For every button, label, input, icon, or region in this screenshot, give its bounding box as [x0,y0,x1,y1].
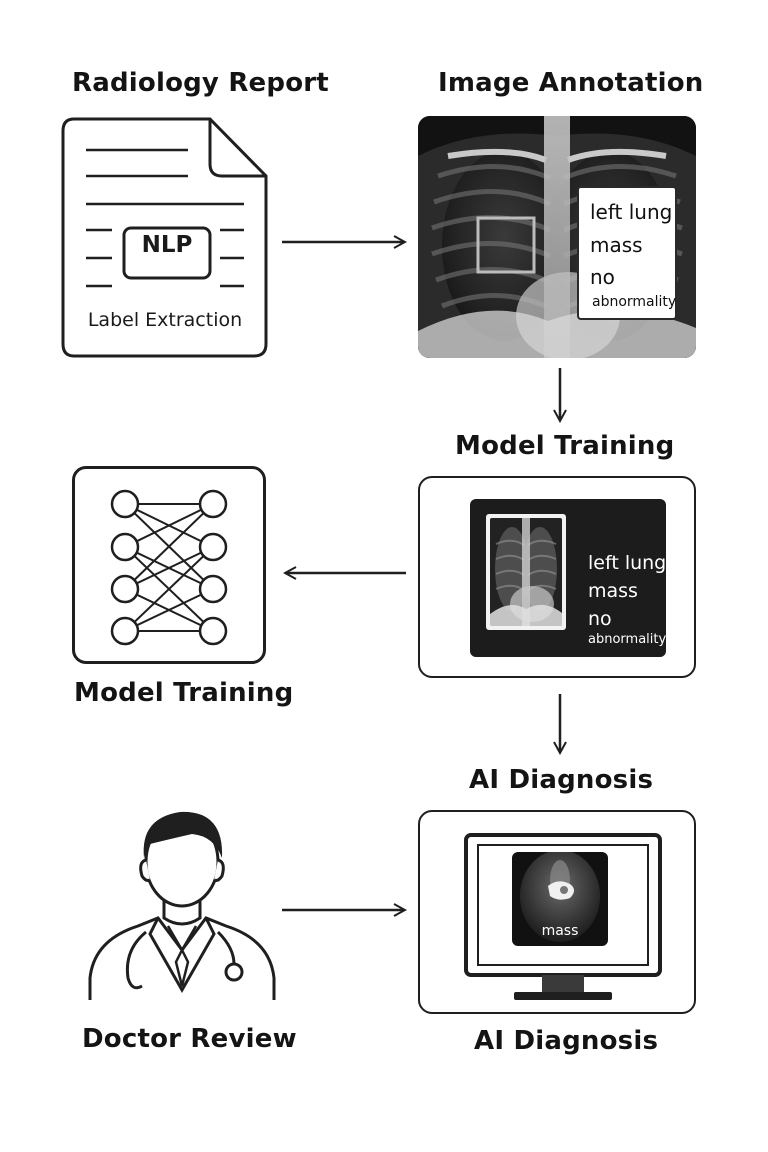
arrow-down-icon [545,694,575,758]
training-label-no: no [588,608,612,630]
arrow-right-icon [282,230,410,254]
diagnosis-xray-image [512,852,608,946]
document-icon [60,116,270,360]
annotation-label-no: no [590,265,615,289]
training-data-card [470,499,666,657]
ai-diagnosis-center-title: AI Diagnosis [469,765,654,795]
annotation-label-box: left lung mass no abnormality [577,186,677,320]
nlp-label: NLP [141,232,193,258]
doctor-review-title: Doctor Review [82,1024,297,1054]
image-annotation-title: Image Annotation [438,68,704,98]
arrow-right-icon [282,898,410,922]
arrow-left-icon [280,561,406,585]
training-label-mass: mass [588,580,638,602]
label-extraction-caption: Label Extraction [87,309,243,331]
ai-diagnosis-monitor-title: AI Diagnosis [474,1026,659,1056]
radiology-report-title: Radiology Report [72,68,329,98]
neural-network-icon [110,489,228,646]
neural-network-panel [72,466,266,664]
training-label-abnormality: abnormality [588,632,667,647]
annotation-label-mass: mass [590,233,643,257]
model-training-center-title: Model Training [455,431,675,461]
annotation-label-left-lung: left lung [590,200,673,224]
arrow-down-icon [545,368,575,426]
diagnosis-finding-label: mass [541,923,579,939]
annotation-label-abnormality: abnormality [592,294,677,310]
model-training-left-title: Model Training [74,678,294,708]
training-label-left-lung: left lung [588,552,667,574]
doctor-icon [84,800,280,1004]
